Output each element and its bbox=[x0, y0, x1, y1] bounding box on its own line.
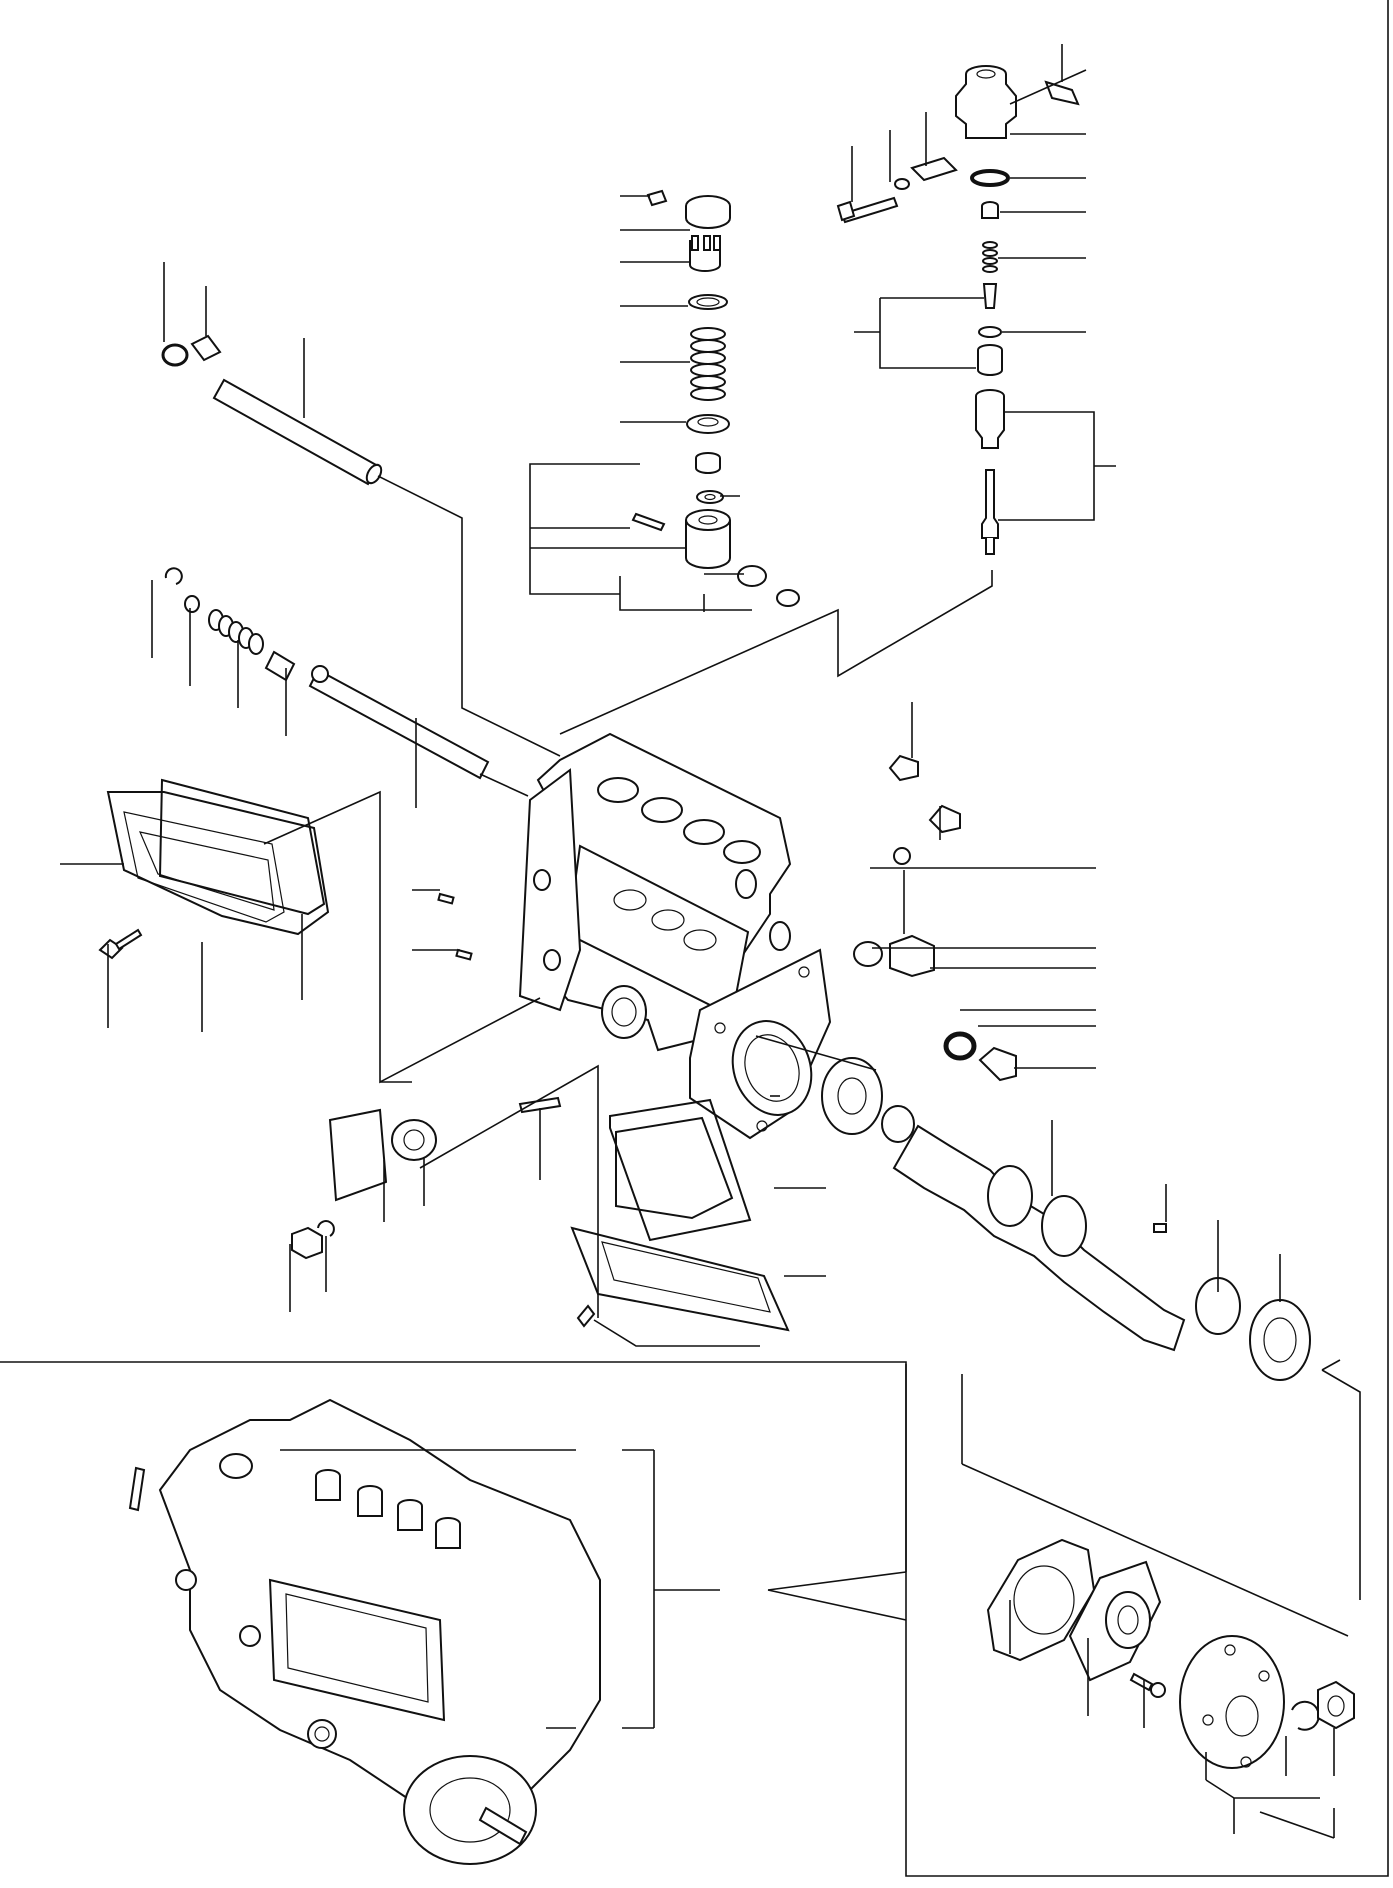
plunger-stack bbox=[631, 189, 800, 607]
detail-leader-lines bbox=[1009, 1600, 1335, 1839]
assembled-pump bbox=[128, 1398, 601, 1865]
side-cover bbox=[98, 778, 330, 960]
delivery-valve-stack bbox=[836, 65, 1080, 555]
camshaft bbox=[821, 1057, 1311, 1381]
assembly-bracket bbox=[280, 1364, 907, 1729]
drive-hub-parts bbox=[986, 1538, 1355, 1769]
housing-plugs bbox=[853, 754, 1017, 1082]
detail-frame bbox=[961, 1359, 1361, 1637]
leader-lines bbox=[60, 44, 1281, 1347]
pump-housing bbox=[518, 732, 792, 1052]
upper-left-parts bbox=[161, 334, 490, 780]
bottom-cover bbox=[291, 892, 790, 1332]
front-flange bbox=[689, 948, 832, 1140]
